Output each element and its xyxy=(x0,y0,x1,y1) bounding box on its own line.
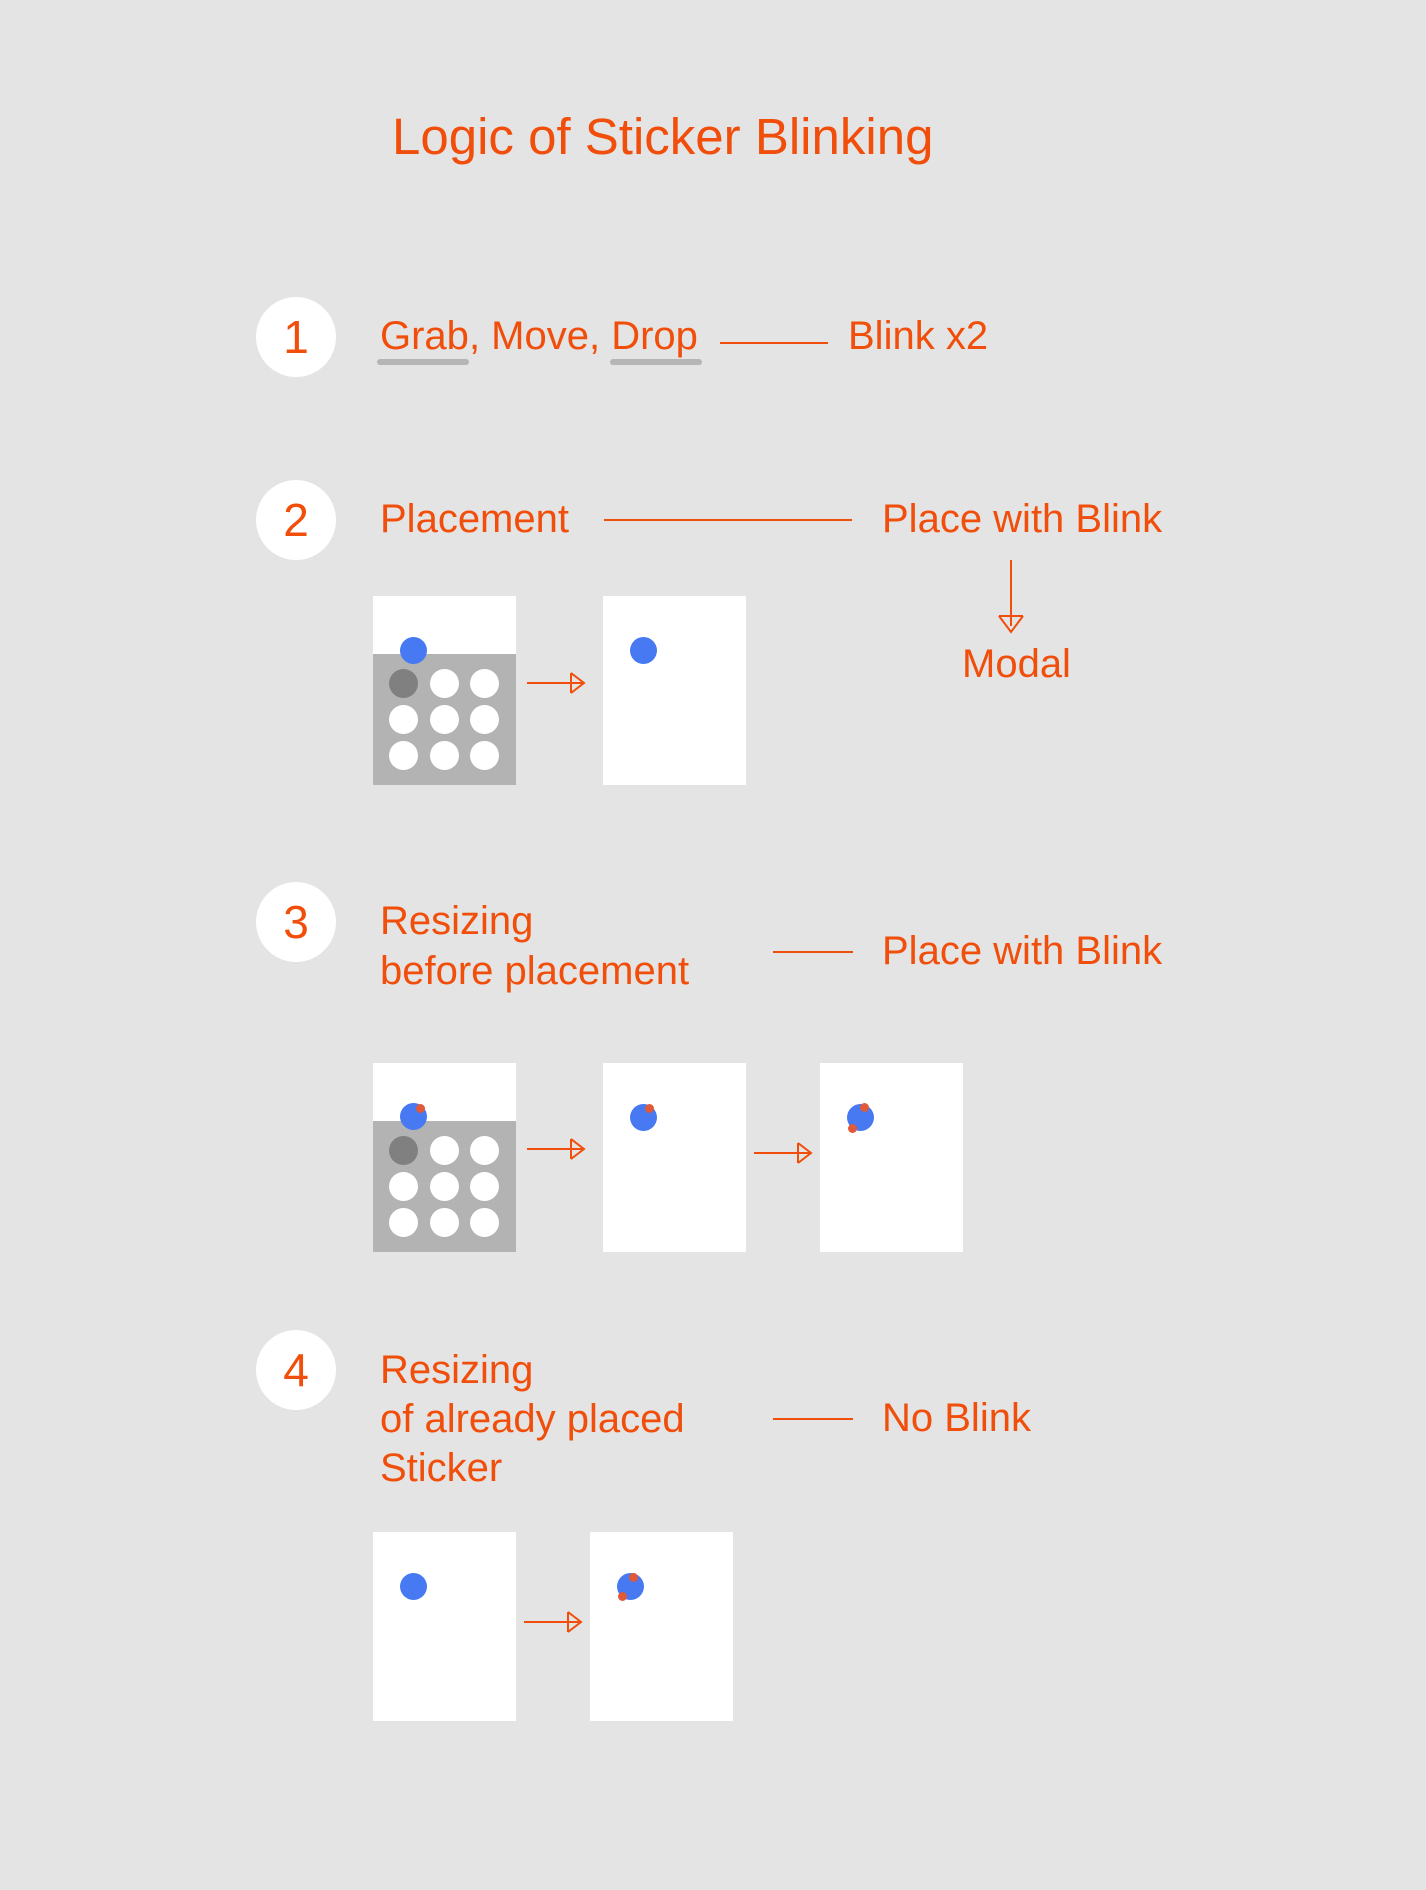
tray-slot xyxy=(470,1136,499,1165)
step-1-number-badge: 1 xyxy=(256,297,336,377)
step-1-label: Grab, Move, Drop xyxy=(380,312,698,361)
step-2-label: Placement xyxy=(380,497,569,541)
resize-handle-dot xyxy=(848,1124,857,1133)
resize-handle-dot xyxy=(860,1103,869,1112)
sticker-dot xyxy=(400,637,427,664)
step-1-connector-line xyxy=(720,342,828,344)
step-1-result: Blink x2 xyxy=(848,314,989,358)
step-3-number-badge: 3 xyxy=(256,882,336,962)
resize-handle-dot xyxy=(629,1573,638,1582)
step-4-connector-line xyxy=(773,1418,853,1420)
step-4-label-line-2: of already placed xyxy=(380,1397,685,1441)
step-2-phone-placed xyxy=(603,596,746,785)
tray-slot xyxy=(389,1172,418,1201)
tray-slot-selected xyxy=(389,1136,418,1165)
tray-slot-selected xyxy=(389,669,418,698)
step-4-phone-resized xyxy=(590,1532,733,1721)
grab-underline xyxy=(377,359,469,365)
tray-slot xyxy=(430,1172,459,1201)
tray-slot xyxy=(470,1172,499,1201)
tray-slot xyxy=(430,741,459,770)
tray-slot xyxy=(430,669,459,698)
resize-handle-dot xyxy=(645,1104,654,1113)
step-2-connector-line xyxy=(604,519,852,521)
resize-handle-dot xyxy=(416,1104,425,1113)
right-arrow-icon xyxy=(527,672,586,694)
step-2-result: Place with Blink xyxy=(882,497,1163,541)
drop-underline xyxy=(610,359,702,365)
sticker-tray xyxy=(373,1121,516,1252)
tray-slot xyxy=(389,705,418,734)
step-3-phone-placed xyxy=(820,1063,963,1252)
tray-slot xyxy=(470,705,499,734)
step-1-move-text: , Move, xyxy=(468,314,612,358)
tray-slot xyxy=(470,669,499,698)
right-arrow-icon xyxy=(527,1138,586,1160)
step-2-number-badge: 2 xyxy=(256,480,336,560)
tray-slot xyxy=(470,1208,499,1237)
tray-slot xyxy=(470,741,499,770)
step-2-followup: Modal xyxy=(962,642,1071,686)
sticker-tray xyxy=(373,654,516,785)
tray-slot xyxy=(389,1208,418,1237)
right-arrow-icon xyxy=(524,1611,583,1633)
sticker-dot xyxy=(400,1573,427,1600)
tray-slot xyxy=(430,705,459,734)
sticker-dot xyxy=(630,637,657,664)
tray-slot xyxy=(430,1136,459,1165)
tray-slot xyxy=(389,741,418,770)
step-3-label-line-2: before placement xyxy=(380,949,690,993)
tray-slot xyxy=(430,1208,459,1237)
step-4-phone-placed xyxy=(373,1532,516,1721)
step-4-result: No Blink xyxy=(882,1396,1031,1440)
down-arrow-icon xyxy=(998,560,1024,634)
step-3-phone-with-tray xyxy=(373,1063,516,1252)
step-2-phone-with-tray xyxy=(373,596,516,785)
step-4-label-line-3: Sticker xyxy=(380,1446,503,1490)
step-1-drop-text: Drop xyxy=(611,314,698,358)
step-3-connector-line xyxy=(773,951,853,953)
step-3-label-line-1: Resizing xyxy=(380,899,534,943)
step-3-result: Place with Blink xyxy=(882,929,1163,973)
right-arrow-icon xyxy=(754,1142,813,1164)
step-4-number-badge: 4 xyxy=(256,1330,336,1410)
page-title: Logic of Sticker Blinking xyxy=(392,108,934,165)
resize-handle-dot xyxy=(618,1592,627,1601)
step-3-phone-resizing xyxy=(603,1063,746,1252)
step-4-label-line-1: Resizing xyxy=(380,1348,534,1392)
step-1-grab-text: Grab xyxy=(380,314,469,358)
